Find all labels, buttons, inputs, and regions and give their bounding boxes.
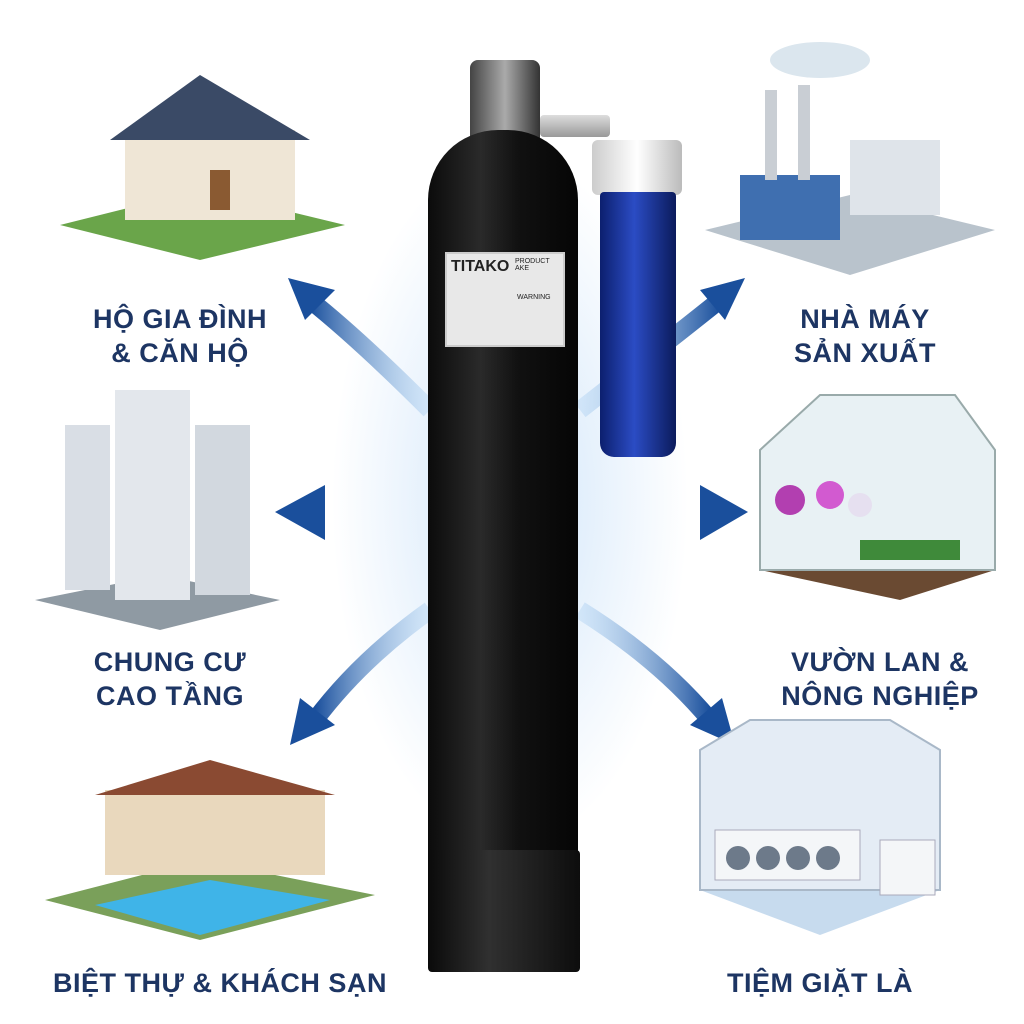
label-line: HỘ GIA ĐÌNH xyxy=(93,304,267,334)
arrow-household xyxy=(288,278,437,417)
connector-pipe xyxy=(540,115,610,137)
arrow-apartment xyxy=(275,485,430,540)
label-line: VƯỜN LAN & xyxy=(791,647,969,677)
blue-prefilter-housing xyxy=(600,192,676,457)
greenhouse-illustration xyxy=(759,394,996,600)
arrow-villa xyxy=(290,602,436,745)
label-factory: NHÀ MÁY SẢN XUẤT xyxy=(735,302,995,370)
house-illustration xyxy=(60,75,345,260)
label-line: & CĂN HỘ xyxy=(111,338,249,368)
arrow-garden xyxy=(580,485,748,540)
laundry-illustration xyxy=(699,719,941,935)
label-apartment: CHUNG CƯ CAO TẦNG xyxy=(40,645,300,713)
label-line: TIỆM GIẶT LÀ xyxy=(727,968,913,998)
label-laundry: TIỆM GIẶT LÀ xyxy=(690,966,950,1000)
tank-base xyxy=(428,850,580,972)
prefilter-cap xyxy=(592,140,682,195)
arrow-laundry xyxy=(575,602,735,745)
label-garden: VƯỜN LAN & NÔNG NGHIỆP xyxy=(740,645,1020,713)
brand-name: TITAKO xyxy=(451,258,510,275)
label-household: HỘ GIA ĐÌNH & CĂN HỘ xyxy=(40,302,320,370)
label-line: NHÀ MÁY xyxy=(800,304,930,334)
label-line: CAO TẦNG xyxy=(96,681,244,711)
apartment-illustration xyxy=(35,390,280,630)
label-header: PRODUCT AKE xyxy=(515,258,550,272)
label-warning: WARNING xyxy=(517,294,551,301)
label-line: SẢN XUẤT xyxy=(793,338,936,368)
label-line: NÔNG NGHIỆP xyxy=(781,681,979,711)
product-label: TITAKO PRODUCT AKE WARNING xyxy=(445,252,565,347)
label-line: BIỆT THỰ & KHÁCH SẠN xyxy=(53,968,387,998)
label-villa: BIỆT THỰ & KHÁCH SẠN xyxy=(30,966,410,1000)
villa-illustration xyxy=(45,760,375,940)
factory-illustration xyxy=(705,42,995,275)
label-line: CHUNG CƯ xyxy=(93,647,247,677)
